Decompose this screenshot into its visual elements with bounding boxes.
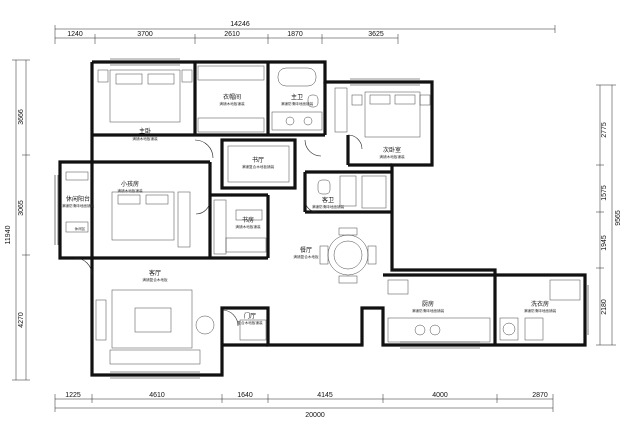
room-label-kids: 小孩房 (121, 180, 139, 188)
dimension-bottom: 1225 4610 1640 4145 4000 2870 20000 (54, 392, 554, 419)
doors (74, 134, 363, 327)
walls (58, 60, 587, 377)
dim-left-1: 3666 (18, 109, 25, 125)
dim-bottom-total: 20000 (305, 412, 325, 419)
note-guest-bath: 满铺防滑砖地面铺装 (312, 204, 345, 209)
dimension-left: 11940 3666 3065 4270 (5, 59, 30, 381)
dim-right-3: 1945 (601, 235, 608, 251)
dim-bottom-4: 4145 (317, 392, 333, 399)
dim-right-1: 2775 (601, 122, 608, 138)
dim-left-3: 4270 (18, 312, 25, 328)
dim-bottom-5: 4000 (432, 392, 448, 399)
dim-top-4: 1870 (287, 31, 303, 38)
room-label-second-bed: 次卧室 (383, 146, 401, 154)
dim-right-2: 1575 (601, 185, 608, 201)
dimension-top: 14246 1240 3700 2610 1870 3625 (54, 21, 556, 44)
dim-right-4: 2180 (601, 299, 608, 315)
note-study: 满铺复合木地板铺装 (242, 164, 275, 169)
note-balcony-extra: 休闲区 (75, 226, 86, 231)
dim-bottom-1: 1225 (65, 392, 81, 399)
furniture (65, 65, 581, 365)
dim-top-2: 3700 (137, 31, 153, 38)
note-foyer: 复合木地板铺装 (237, 320, 263, 325)
dim-left-2: 3065 (18, 200, 25, 216)
room-label-book: 书房 (242, 216, 254, 224)
note-master: 满铺木地板铺装 (132, 136, 158, 141)
note-dining: 满铺复合木地板 (293, 254, 319, 259)
dim-top-1: 1240 (67, 31, 83, 38)
room-label-master-bath: 主卫 (291, 93, 303, 101)
note-balcony: 满铺防滑砖地面铺装 (62, 203, 95, 208)
room-label-cloak: 衣帽间 (223, 93, 241, 101)
room-label-kitchen: 厨房 (422, 300, 434, 308)
room-label-dining: 餐厅 (300, 246, 312, 254)
room-label-laundry: 洗衣房 (531, 300, 549, 308)
room-label-master: 主卧 (139, 127, 151, 135)
room-label-balcony: 休闲阳台 (66, 195, 90, 203)
dim-left-total: 11940 (5, 225, 12, 244)
dim-right-total: 9565 (615, 210, 622, 226)
note-kitchen: 满铺防滑砖地面铺装 (412, 308, 445, 313)
room-label-foyer: 门厅 (244, 312, 256, 320)
dim-top-total: 14246 (230, 21, 250, 28)
note-living: 满铺复合木地板 (142, 277, 168, 282)
room-label-living: 客厅 (149, 269, 161, 277)
note-laundry: 满铺防滑砖地面铺装 (524, 308, 557, 313)
note-cloak: 满铺木地板铺装 (219, 101, 245, 106)
dim-bottom-6: 2870 (532, 392, 548, 399)
room-labels: 主卧 满铺木地板铺装 衣帽间 满铺木地板铺装 主卫 满铺防滑砖地面铺装 次卧室 … (62, 93, 557, 325)
note-book: 满铺木地板铺装 (235, 224, 261, 229)
dim-bottom-3: 1640 (237, 392, 253, 399)
dim-bottom-2: 4610 (149, 392, 165, 399)
note-master-bath: 满铺防滑砖地面铺装 (281, 101, 314, 106)
note-second-bed: 满铺木地板铺装 (379, 154, 405, 159)
dim-top-5: 3625 (368, 31, 384, 38)
dim-top-3: 2610 (224, 31, 240, 38)
note-kids: 满铺木地板铺装 (117, 188, 143, 193)
room-label-guest-bath: 客卫 (322, 196, 334, 204)
room-label-study: 书厅 (252, 156, 264, 164)
dimension-right: 2775 1575 1945 2180 9565 (596, 84, 622, 346)
